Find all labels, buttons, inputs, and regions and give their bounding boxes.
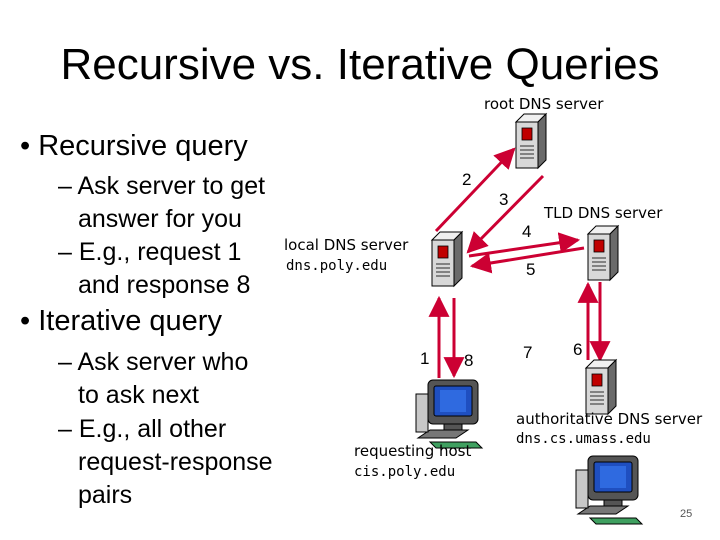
- authoritative-server-host: dns.cs.umass.edu: [516, 431, 651, 447]
- requesting-host-icon: [415, 379, 483, 449]
- recursive-sub1-line1: – Ask server to get: [58, 172, 266, 200]
- iterative-sub2-line2: request-response: [78, 448, 273, 476]
- recursive-heading: • Recursive query: [20, 130, 248, 162]
- tld-server-icon: [587, 225, 619, 281]
- authoritative-server-icon: [585, 359, 617, 415]
- slide-title: Recursive vs. Iterative Queries: [60, 40, 660, 89]
- arrow-label-8: 8: [464, 351, 474, 370]
- iterative-sub1-line1: – Ask server who: [58, 348, 249, 376]
- arrow-label-5: 5: [526, 260, 536, 279]
- local-server-label: local DNS server: [284, 236, 409, 254]
- requesting-host-name: cis.poly.edu: [354, 464, 456, 480]
- arrow-label-2: 2: [462, 170, 472, 189]
- arrow-label-3: 3: [499, 190, 509, 209]
- arrow-label-4: 4: [522, 222, 532, 241]
- iterative-sub2-line3: pairs: [78, 481, 133, 509]
- local-server-icon: [431, 231, 463, 287]
- arrow-2: [434, 147, 516, 233]
- arrow-label-1: 1: [420, 349, 430, 368]
- iterative-sub1-line2: to ask next: [78, 381, 199, 409]
- page-number: 25: [680, 508, 693, 520]
- arrow-5: [469, 246, 585, 274]
- iterative-heading: • Iterative query: [20, 305, 222, 337]
- arrow-label-6: 6: [573, 340, 583, 359]
- recursive-sub1-line2: answer for you: [78, 205, 242, 233]
- arrow-label-7: 7: [523, 343, 533, 362]
- requesting-host-label: requesting host: [354, 442, 472, 460]
- root-server-icon: [515, 113, 547, 169]
- arrow-4: [468, 232, 581, 258]
- client-workstation-icon: [575, 455, 643, 525]
- tld-server-label: TLD DNS server: [544, 204, 663, 222]
- authoritative-server-label: authoritative DNS server: [516, 410, 703, 428]
- arrow-3: [466, 174, 545, 254]
- recursive-sub2-line1: – E.g., request 1: [58, 238, 242, 266]
- recursive-sub2-line2: and response 8: [78, 271, 251, 299]
- root-server-label: root DNS server: [484, 95, 604, 113]
- iterative-sub2-line1: – E.g., all other: [58, 415, 227, 443]
- local-server-host: dns.poly.edu: [286, 258, 388, 274]
